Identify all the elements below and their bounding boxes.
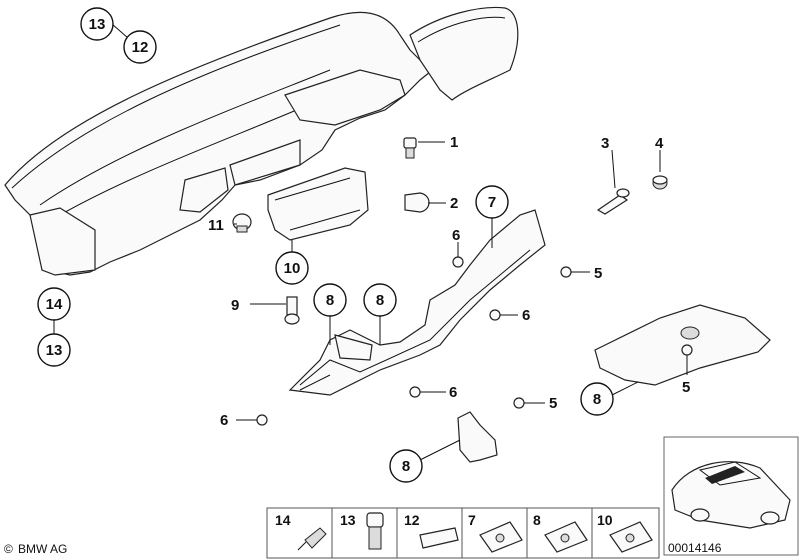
label-1: 1 bbox=[450, 134, 458, 151]
svg-text:8: 8 bbox=[376, 292, 384, 309]
callout-14-left[interactable]: 14 bbox=[37, 287, 71, 321]
callout-8-a[interactable]: 8 bbox=[313, 283, 347, 317]
right-cover-panel bbox=[594, 304, 771, 386]
clip-part-1 bbox=[403, 137, 417, 159]
label-6-b: 6 bbox=[522, 307, 530, 324]
callout-8-d[interactable]: 8 bbox=[389, 449, 423, 483]
label-2: 2 bbox=[450, 195, 458, 212]
small-bracket bbox=[457, 411, 498, 463]
label-6-a: 6 bbox=[452, 227, 460, 244]
screw-5b bbox=[513, 397, 525, 409]
label-5-a: 5 bbox=[594, 265, 602, 282]
callout-8-c[interactable]: 8 bbox=[580, 382, 614, 416]
svg-text:10: 10 bbox=[597, 512, 613, 528]
svg-text:13: 13 bbox=[89, 16, 106, 33]
callout-13-top[interactable]: 13 bbox=[80, 7, 114, 41]
svg-text:8: 8 bbox=[326, 292, 334, 309]
knob-part-2 bbox=[404, 192, 430, 213]
screw-5c bbox=[681, 344, 693, 356]
label-5-b: 5 bbox=[549, 395, 557, 412]
airbag-cover bbox=[409, 6, 519, 101]
legend-item-10[interactable]: 10 bbox=[597, 512, 653, 553]
legend-strip bbox=[266, 507, 660, 559]
legend-item-7[interactable]: 7 bbox=[468, 512, 523, 553]
clip-icon bbox=[419, 527, 459, 549]
brand-name: BMW AG bbox=[18, 542, 67, 556]
plug-part-4 bbox=[652, 175, 668, 190]
label-9: 9 bbox=[231, 297, 239, 314]
grommet-part-11 bbox=[232, 213, 252, 233]
svg-text:7: 7 bbox=[488, 194, 496, 211]
label-5-c: 5 bbox=[682, 379, 690, 396]
svg-text:14: 14 bbox=[275, 512, 291, 528]
dashboard-panel bbox=[4, 11, 431, 276]
legend-item-12[interactable]: 12 bbox=[404, 512, 459, 549]
callout-8-b[interactable]: 8 bbox=[363, 283, 397, 317]
callout-10[interactable]: 10 bbox=[275, 251, 309, 285]
lower-trim-panel bbox=[288, 209, 546, 396]
nut-icon bbox=[366, 512, 384, 528]
callout-7[interactable]: 7 bbox=[475, 185, 509, 219]
legend-item-13[interactable]: 13 bbox=[340, 512, 384, 550]
svg-text:12: 12 bbox=[404, 512, 420, 528]
callout-12-top[interactable]: 12 bbox=[123, 30, 157, 64]
svg-text:13: 13 bbox=[340, 512, 356, 528]
callout-13-left[interactable]: 13 bbox=[37, 333, 71, 367]
svg-text:8: 8 bbox=[533, 512, 541, 528]
svg-text:7: 7 bbox=[468, 512, 476, 528]
screw-6c bbox=[409, 386, 421, 398]
svg-text:10: 10 bbox=[284, 260, 301, 277]
label-11: 11 bbox=[208, 217, 224, 234]
copyright-symbol: © bbox=[4, 542, 13, 556]
svg-text:8: 8 bbox=[593, 391, 601, 408]
screw-5a bbox=[560, 266, 572, 278]
label-4: 4 bbox=[655, 135, 664, 152]
screw-6b bbox=[489, 309, 501, 321]
label-6-c: 6 bbox=[449, 384, 457, 401]
svg-text:14: 14 bbox=[46, 296, 63, 313]
screw-part-9 bbox=[284, 296, 300, 325]
glovebox-frame bbox=[267, 167, 369, 241]
label-3: 3 bbox=[601, 135, 609, 152]
svg-text:13: 13 bbox=[46, 342, 63, 359]
legend-item-8[interactable]: 8 bbox=[533, 512, 588, 553]
diagram-number: 00014146 bbox=[668, 541, 722, 555]
svg-text:8: 8 bbox=[402, 458, 410, 475]
legend-item-14[interactable]: 14 bbox=[275, 512, 327, 551]
wedge-icon bbox=[304, 527, 327, 549]
screw-6d bbox=[256, 414, 268, 426]
screw-part-3 bbox=[596, 188, 630, 215]
vehicle-thumbnail bbox=[663, 436, 799, 556]
label-6-d: 6 bbox=[220, 412, 228, 429]
screw-6a bbox=[452, 256, 464, 268]
svg-text:12: 12 bbox=[132, 39, 149, 56]
